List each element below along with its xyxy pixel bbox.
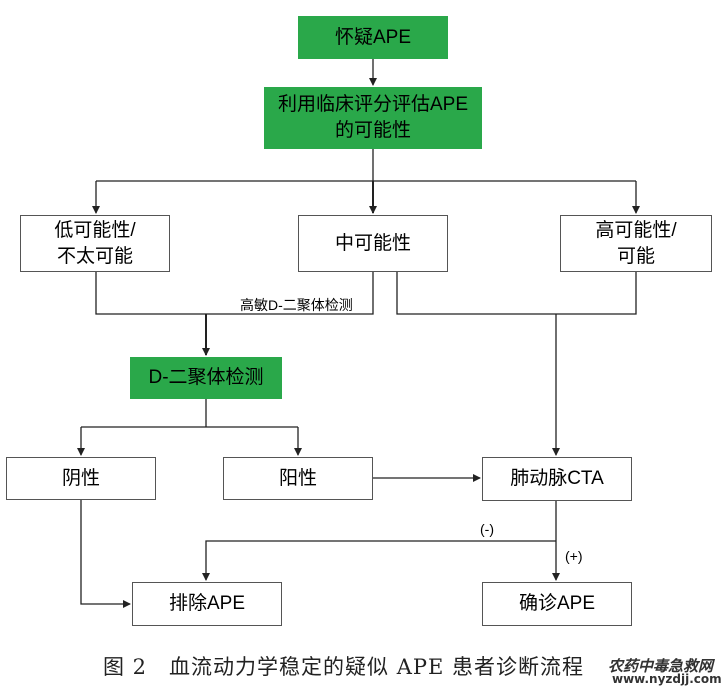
edge-label-high-sensitivity-d-dimer: 高敏D-二聚体检测 (240, 297, 353, 313)
node-suspect-ape: 怀疑APE (298, 16, 448, 59)
node-positive-label: 阳性 (278, 467, 317, 489)
watermark-site-name: 农药中毒急救网 (608, 657, 714, 675)
watermark-site-url: www.nyzdjj.com (612, 672, 722, 686)
node-confirm-ape: 确诊APE (482, 582, 632, 626)
edge-high-to-cta (556, 272, 637, 315)
node-exclude-ape: 排除APE (132, 582, 282, 626)
node-mid-probability: 中可能性 (298, 215, 448, 272)
node-negative: 阴性 (6, 457, 156, 500)
node-ctpa: 肺动脉CTA (482, 457, 632, 501)
node-low-probability-label: 低可能性/ 不太可能 (54, 219, 136, 267)
edge-low-to-merge (95, 272, 206, 315)
node-confirm-ape-label: 确诊APE (518, 593, 596, 615)
figure-caption: 图 2 血流动力学稳定的疑似 APE 患者诊断流程 (103, 655, 585, 679)
node-low-probability: 低可能性/ 不太可能 (20, 215, 170, 272)
edge-mid-to-merge (206, 272, 374, 315)
node-positive: 阳性 (223, 457, 373, 500)
node-ctpa-label: 肺动脉CTA (510, 468, 604, 490)
node-high-probability-label: 高可能性/ 可能 (595, 219, 677, 267)
edge-label-cta-positive: (+) (565, 548, 583, 564)
edge-label-cta-negative: (-) (480, 521, 494, 537)
edge-mid-to-cta (396, 272, 556, 315)
edge-negative-to-exclude (80, 500, 131, 608)
edge-cta-negative-to-exclude (202, 540, 556, 581)
node-suspect-ape-label: 怀疑APE (334, 26, 412, 48)
node-exclude-ape-label: 排除APE (168, 593, 246, 615)
node-high-probability: 高可能性/ 可能 (560, 215, 712, 272)
node-clinical-score-label: 利用临床评分评估APE 的可能性 (277, 94, 469, 141)
node-mid-probability-label: 中可能性 (334, 232, 411, 254)
node-clinical-score: 利用临床评分评估APE 的可能性 (264, 87, 482, 149)
node-d-dimer-test: D-二聚体检测 (130, 357, 282, 399)
node-d-dimer-test-label: D-二聚体检测 (148, 367, 264, 389)
node-negative-label: 阴性 (61, 467, 100, 489)
